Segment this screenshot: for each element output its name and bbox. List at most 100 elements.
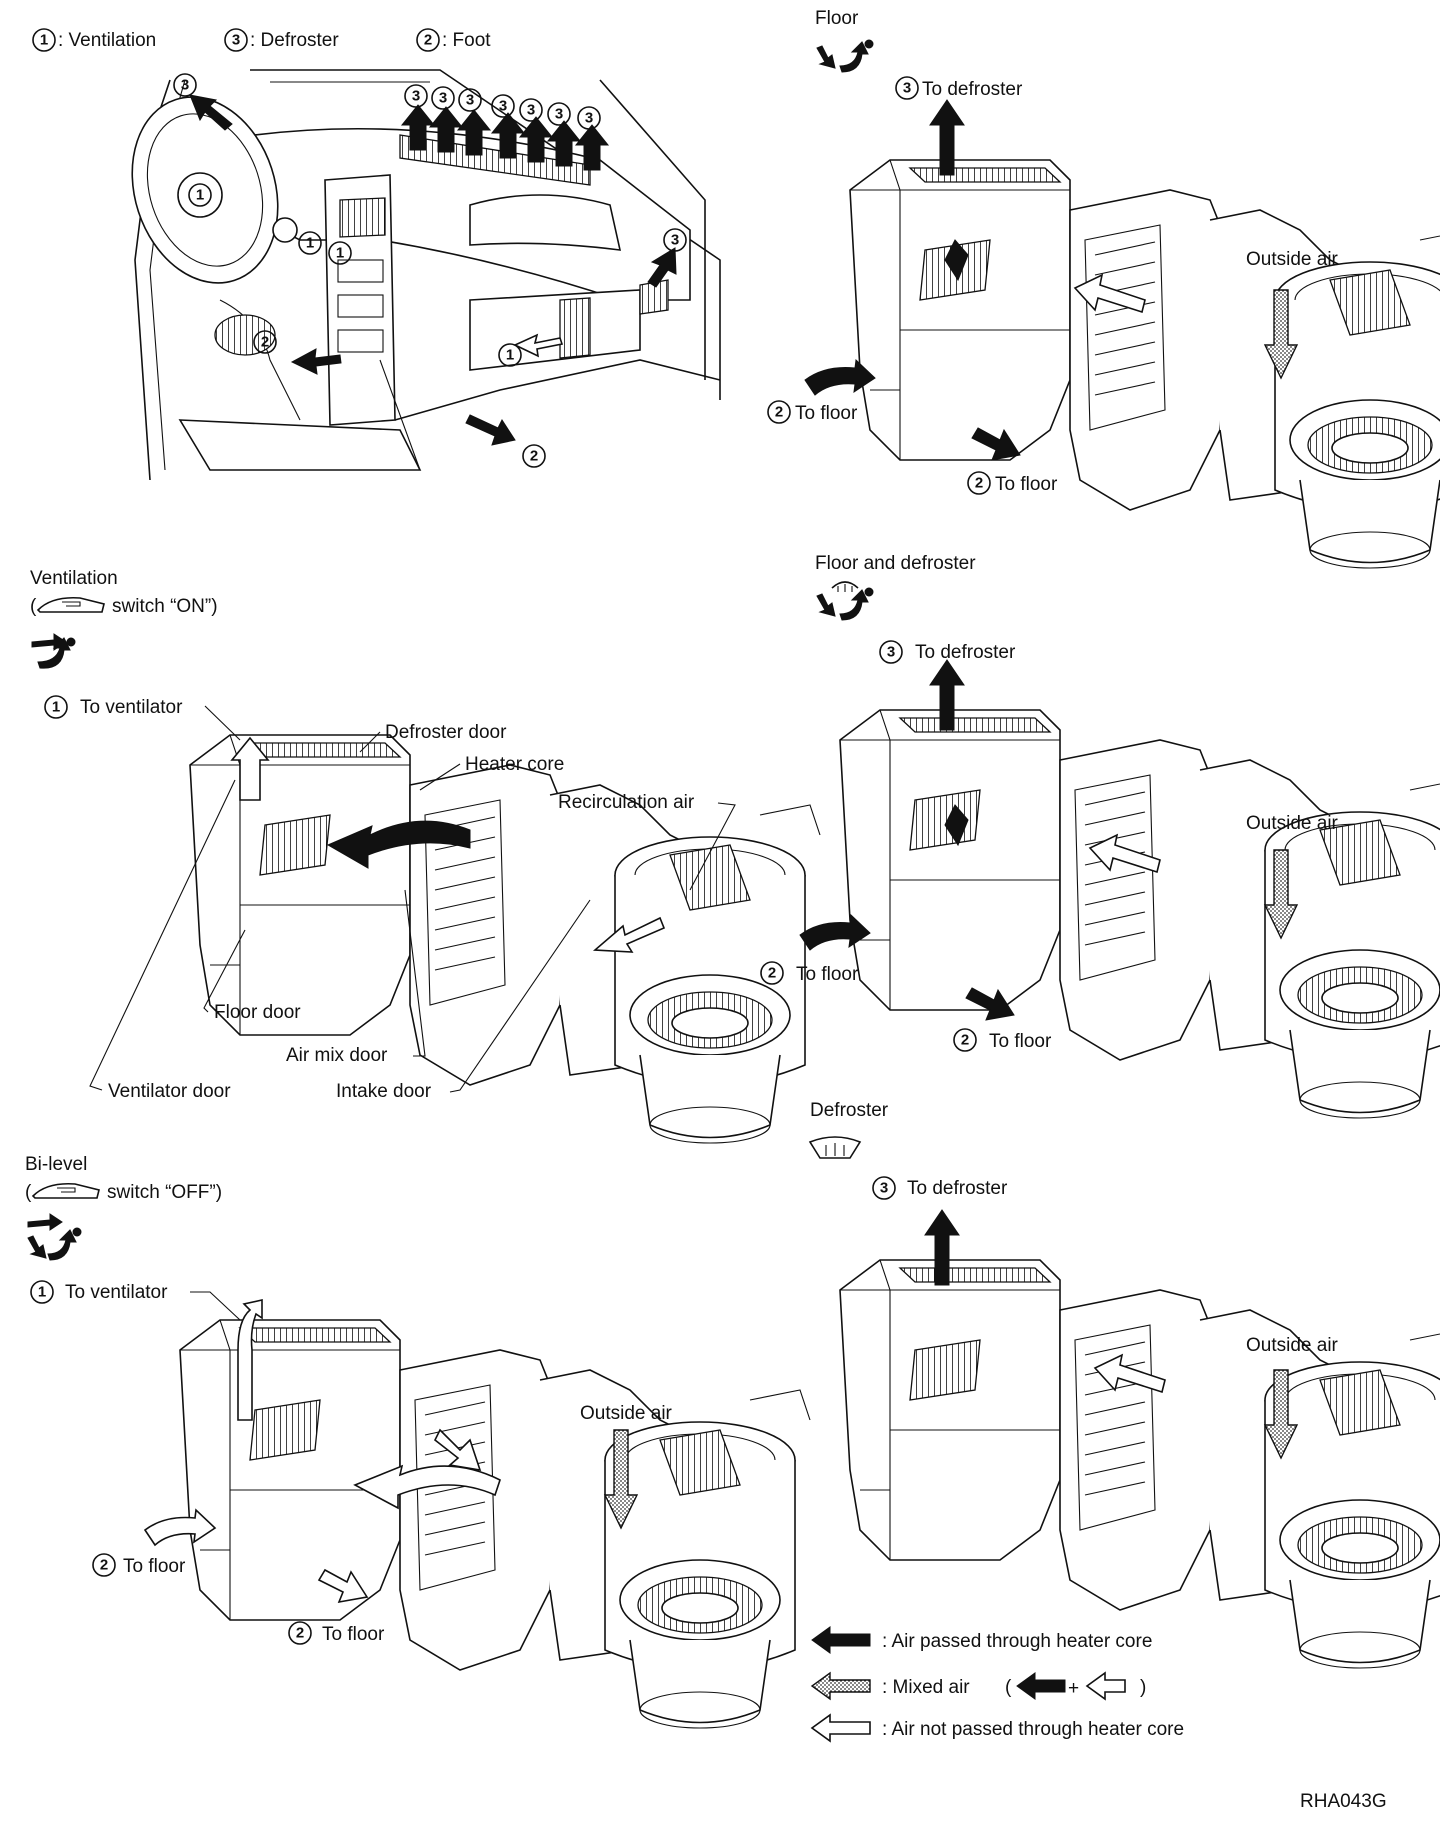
bilevel-vent-arrow	[237, 1299, 263, 1421]
svg-text:1: 1	[52, 699, 60, 716]
svg-text:3: 3	[439, 90, 447, 107]
vent-arrow-glovebox	[513, 333, 564, 358]
svg-text:3: 3	[232, 32, 240, 49]
legend-heater: : Air passed through heater core	[811, 1626, 1152, 1654]
defroster-outside-arrow	[1263, 1369, 1299, 1460]
svg-text:3: 3	[585, 110, 593, 127]
svg-text:(: (	[30, 596, 37, 617]
glovebox-top	[469, 194, 622, 251]
legend-mixed: : Mixed air ( + )	[810, 1671, 1146, 1701]
key-defroster: 3 : Defroster	[224, 28, 339, 52]
bilevel-mix-arrow	[433, 1428, 482, 1472]
svg-text:Floor door: Floor door	[214, 1002, 301, 1023]
svg-text:Outside air: Outside air	[580, 1403, 673, 1424]
floor-internal-arrow	[944, 239, 969, 282]
panel-floor-defroster: Floor and defroster 3 To defroster Outsi…	[760, 553, 1440, 1119]
svg-text:1: 1	[506, 347, 514, 364]
svg-text:3: 3	[499, 98, 507, 115]
floor-title: Floor	[815, 8, 859, 29]
svg-text:To ventilator: To ventilator	[65, 1282, 168, 1303]
ventilation-title: Ventilation	[30, 568, 118, 589]
panel-ventilation: Ventilation ( switch “ON”) 1 To ventilat…	[30, 568, 821, 1144]
floor-defroster-foot-arrow-left	[799, 913, 871, 951]
svg-text:2: 2	[100, 1557, 108, 1574]
defroster-up-arrow	[924, 1209, 960, 1286]
svg-text:Defroster door: Defroster door	[385, 722, 507, 743]
svg-text:+: +	[1068, 1678, 1079, 1699]
glovebox	[469, 289, 641, 371]
recirc-switch-icon-bilevel	[31, 1182, 100, 1199]
ventilation-up-arrow	[230, 736, 270, 801]
bilevel-foot-arrow-left	[143, 1508, 217, 1547]
floor-defroster-up-arrow	[929, 659, 965, 731]
svg-text:To defroster: To defroster	[907, 1178, 1008, 1199]
svg-text:2: 2	[530, 448, 538, 465]
svg-text:3: 3	[555, 106, 563, 123]
foot-arrow-right	[465, 414, 516, 446]
svg-text:2: 2	[775, 404, 783, 421]
svg-text:3: 3	[527, 102, 535, 119]
svg-text:3: 3	[466, 92, 474, 109]
vent-mode-icon	[31, 633, 76, 669]
defrost-callouts: 3 3 3 3 3 3 3	[404, 84, 601, 130]
svg-text:Ventilator door: Ventilator door	[108, 1081, 231, 1102]
ventilation-recirc-arrow	[592, 916, 666, 953]
bilevel-heater-unit	[179, 1319, 811, 1729]
svg-text:: Defroster: : Defroster	[250, 30, 339, 51]
svg-text:Intake door: Intake door	[336, 1081, 432, 1102]
floor-defrost-arrow	[929, 99, 965, 176]
svg-text:: Foot: : Foot	[442, 30, 491, 51]
svg-text:To floor: To floor	[795, 403, 858, 424]
svg-text:2: 2	[296, 1625, 304, 1642]
svg-text:3: 3	[181, 77, 189, 94]
floor-foot-arrow-left	[804, 358, 876, 396]
panel-floor: Floor 3 To defroster Outside air 2 To fl…	[767, 8, 1440, 569]
foot-arrow-center	[290, 348, 342, 375]
svg-text:: Air passed through heater co: : Air passed through heater core	[882, 1631, 1152, 1652]
svg-text:: Ventilation: : Ventilation	[58, 30, 156, 51]
svg-text:To floor: To floor	[995, 474, 1058, 495]
floor-defroster-title: Floor and defroster	[815, 553, 976, 574]
svg-text:2: 2	[975, 475, 983, 492]
bilevel-switch-row: ( switch “OFF”)	[25, 1182, 222, 1203]
svg-text:3: 3	[880, 1180, 888, 1197]
svg-text:3: 3	[887, 644, 895, 661]
svg-text:1: 1	[336, 245, 344, 262]
floor-intake-arrow	[1073, 273, 1146, 314]
floor-outside-arrow	[1263, 289, 1299, 380]
svg-text:3: 3	[671, 232, 679, 249]
ventilation-switch-row: ( switch “ON”)	[30, 596, 218, 617]
dashboard-overview: 1 : Ventilation 3 : Defroster 2 : Foot	[32, 28, 721, 481]
svg-text:To ventilator: To ventilator	[80, 697, 183, 718]
floor-defroster-outside-arrow	[1263, 849, 1299, 940]
svg-text:To defroster: To defroster	[915, 642, 1016, 663]
svg-text:3: 3	[412, 88, 420, 105]
svg-text:To floor: To floor	[796, 964, 859, 985]
floor-foot-arrow-right	[971, 427, 1021, 461]
svg-text:To defroster: To defroster	[922, 79, 1023, 100]
key-foot: 2 : Foot	[416, 28, 491, 52]
svg-text:1: 1	[306, 235, 314, 252]
svg-text:: Air not passed through heate: : Air not passed through heater core	[882, 1719, 1184, 1740]
svg-text:Outside air: Outside air	[1246, 249, 1339, 270]
floor-defrost-mode-icon	[816, 581, 874, 621]
floor-defroster-foot-arrow-right	[965, 987, 1015, 1021]
svg-text:2: 2	[961, 1032, 969, 1049]
svg-text:2: 2	[424, 32, 432, 49]
svg-text:To floor: To floor	[322, 1624, 385, 1645]
defroster-title: Defroster	[810, 1100, 889, 1121]
svg-text:1: 1	[40, 32, 48, 49]
floor-mode-icon	[816, 39, 874, 73]
side-defrost-arrow-right	[647, 247, 677, 288]
svg-text:2: 2	[261, 334, 269, 351]
defroster-heater-unit	[839, 1259, 1440, 1669]
bilevel-title: Bi-level	[25, 1154, 87, 1175]
panel-bilevel: Bi-level ( switch “OFF”) Outside air 1 T…	[25, 1154, 811, 1729]
panel-defroster: Defroster 3 To defroster Outside air	[808, 1100, 1440, 1669]
defrost-arrows	[400, 104, 610, 171]
svg-text:switch “OFF”): switch “OFF”)	[107, 1182, 222, 1203]
svg-text:3: 3	[903, 80, 911, 97]
side-defrost-arrow-left	[189, 94, 233, 131]
svg-text:switch “ON”): switch “ON”)	[112, 596, 218, 617]
